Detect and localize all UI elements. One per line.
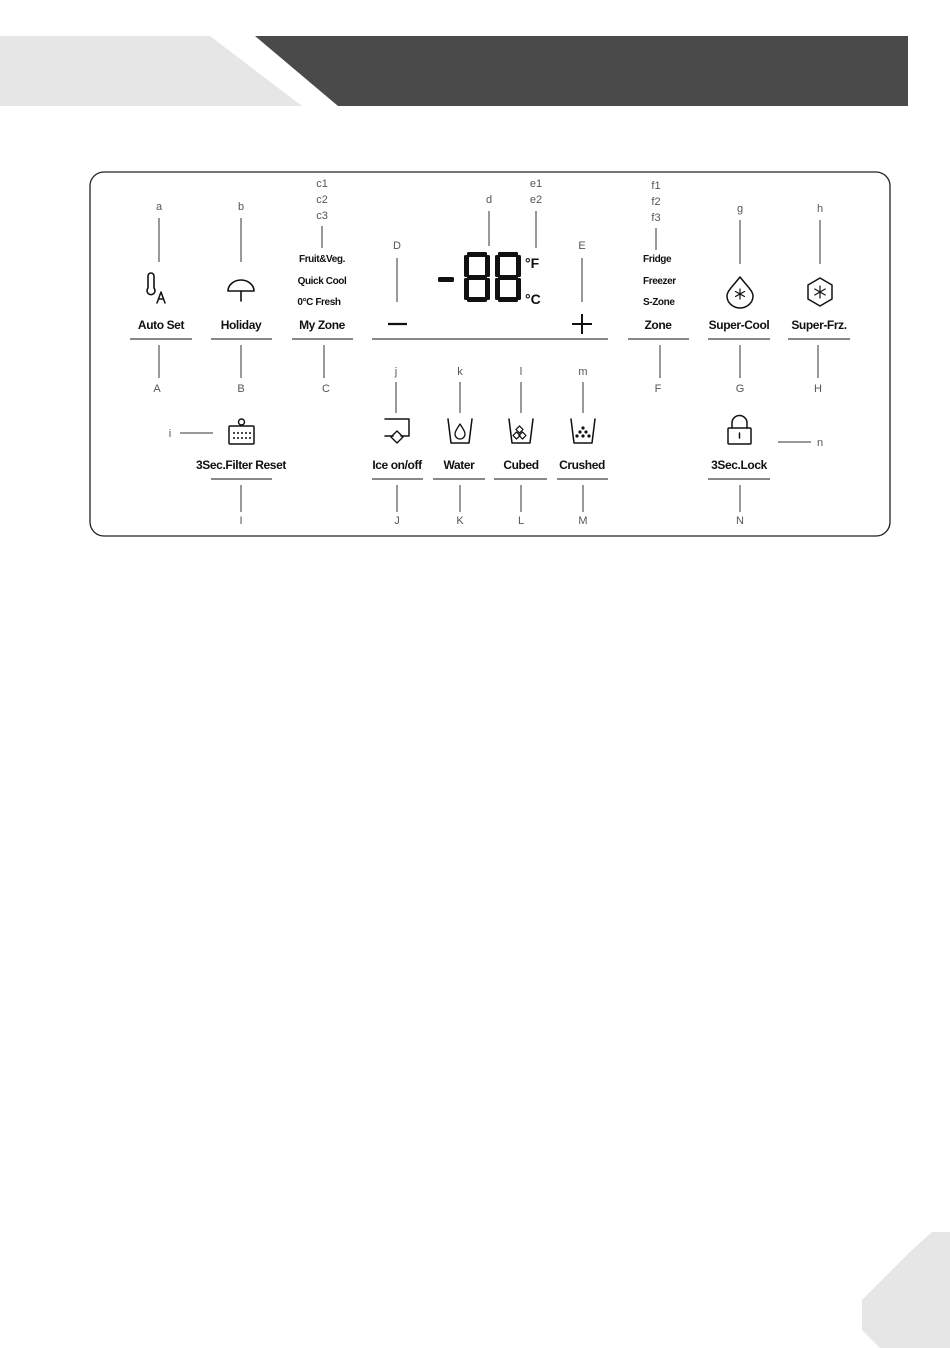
callout-i: i	[169, 428, 171, 440]
callout-K: K	[456, 515, 464, 527]
callout-j: j	[394, 366, 397, 378]
ice-dispenser-icon	[385, 419, 409, 443]
callout-c2: c2	[316, 194, 328, 206]
callout-m: m	[578, 366, 587, 378]
crushed-ice-glass-icon	[571, 419, 595, 443]
water-label: Water	[444, 458, 476, 472]
callout-d: d	[486, 194, 492, 206]
callout-N: N	[736, 515, 744, 527]
callout-a: a	[156, 201, 163, 213]
callout-f3: f3	[651, 212, 660, 224]
water-button[interactable]: k Water K	[433, 366, 485, 527]
zone-button[interactable]: f1 f2 f3 Fridge Freezer S-Zone Zone F	[628, 180, 689, 395]
callout-I: I	[239, 515, 242, 527]
callout-C: C	[322, 383, 330, 395]
callout-E: E	[578, 240, 585, 252]
hexagon-snowflake-icon	[808, 278, 832, 306]
filter-reset-button[interactable]: i 3Sec.Filter Reset I	[169, 419, 287, 527]
auto-set-button[interactable]: a Auto Set A	[130, 201, 192, 395]
crushed-button[interactable]: m Crushed M	[557, 366, 608, 527]
holiday-button[interactable]: b Holiday B	[211, 201, 272, 395]
cubed-label: Cubed	[503, 458, 538, 472]
callout-e1: e1	[530, 178, 542, 190]
lock-icon	[728, 416, 751, 445]
callout-c3: c3	[316, 210, 328, 222]
crushed-label: Crushed	[559, 458, 605, 472]
super-cool-label: Super-Cool	[709, 318, 770, 332]
water-drop-snowflake-icon	[727, 277, 753, 308]
callout-D: D	[393, 240, 401, 252]
umbrella-icon	[228, 280, 254, 301]
water-glass-icon	[448, 419, 472, 443]
filter-reset-label: 3Sec.Filter Reset	[196, 458, 286, 472]
zone-mode-s-zone: S-Zone	[643, 297, 675, 308]
callout-k: k	[457, 366, 463, 378]
callout-h: h	[817, 203, 823, 215]
ice-onoff-label: Ice on/off	[372, 458, 423, 472]
auto-set-label: Auto Set	[138, 318, 185, 332]
super-freeze-label: Super-Frz.	[791, 318, 846, 332]
callout-f2: f2	[651, 196, 660, 208]
plus-icon	[572, 314, 592, 334]
callout-M: M	[578, 515, 587, 527]
my-zone-label: My Zone	[299, 318, 346, 332]
callout-H: H	[814, 383, 822, 395]
callout-g: g	[737, 203, 743, 215]
panel-frame	[90, 172, 890, 536]
lock-label: 3Sec.Lock	[711, 458, 767, 472]
unit-fahrenheit: °F	[525, 255, 540, 271]
callout-e2: e2	[530, 194, 542, 206]
super-cool-button[interactable]: g Super-Cool G	[708, 203, 770, 395]
lock-button[interactable]: n 3Sec.Lock N	[708, 416, 823, 528]
cubed-button[interactable]: l Cubed L	[494, 366, 547, 527]
callout-c1: c1	[316, 178, 328, 190]
my-zone-button[interactable]: c1 c2 c3 Fruit&Veg. Quick Cool 0°C Fresh…	[292, 178, 353, 395]
unit-celsius: °C	[525, 291, 541, 307]
callout-l: l	[520, 366, 522, 378]
holiday-label: Holiday	[221, 318, 262, 332]
seven-segment-digits	[438, 252, 521, 302]
callout-G: G	[736, 383, 745, 395]
zone-mode-fridge: Fridge	[643, 254, 672, 265]
my-zone-mode-zero-fresh: 0°C Fresh	[297, 297, 340, 308]
callout-L: L	[518, 515, 524, 527]
callout-J: J	[394, 515, 400, 527]
ice-onoff-button[interactable]: j Ice on/off J	[372, 366, 423, 527]
temp-up-button[interactable]	[572, 314, 592, 334]
cubed-ice-glass-icon	[509, 419, 533, 443]
callout-F: F	[655, 383, 662, 395]
callout-b: b	[238, 201, 244, 213]
callout-f1: f1	[651, 180, 660, 192]
thermometer-auto-icon	[147, 273, 165, 303]
callout-n: n	[817, 437, 823, 449]
super-freeze-button[interactable]: h Super-Frz. H	[788, 203, 850, 395]
my-zone-mode-fruit-veg: Fruit&Veg.	[299, 254, 346, 265]
callout-A: A	[153, 383, 161, 395]
zone-mode-freezer: Freezer	[643, 276, 676, 287]
filter-icon	[229, 419, 254, 444]
temperature-display: D d e1 e2 E	[393, 178, 586, 307]
my-zone-mode-quick-cool: Quick Cool	[298, 276, 347, 287]
zone-label: Zone	[644, 318, 672, 332]
callout-B: B	[237, 383, 244, 395]
